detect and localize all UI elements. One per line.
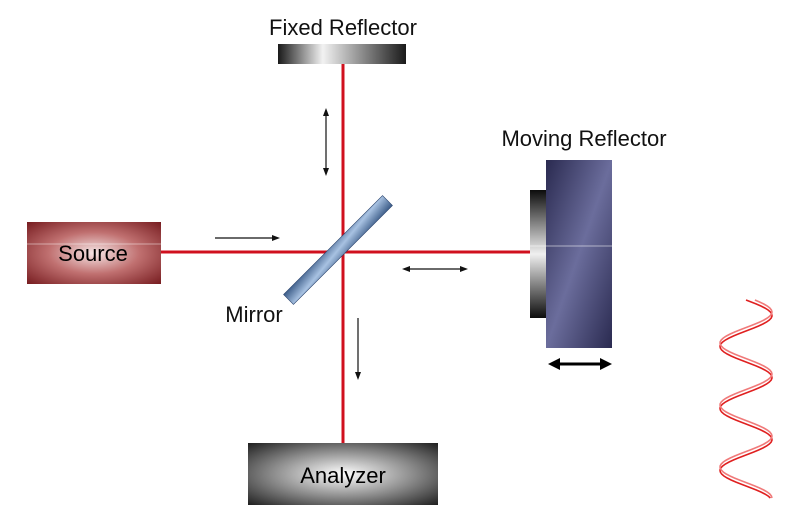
helix-strand-2 xyxy=(719,299,773,499)
analyzer-label: Analyzer xyxy=(300,463,386,488)
helix-strand-1 xyxy=(719,299,773,499)
moving-reflector-label: Moving Reflector xyxy=(501,126,666,151)
laser-beams xyxy=(160,62,532,445)
moving-reflector-front xyxy=(530,190,548,318)
mirror-label: Mirror xyxy=(225,302,282,327)
helical-wave-icon xyxy=(719,299,773,499)
moving-reflector-body xyxy=(546,160,612,348)
beam-splitter-mirror xyxy=(283,195,393,305)
arrow-updown-icon xyxy=(323,108,329,176)
moving-direction-arrow-icon xyxy=(548,358,612,370)
source-label: Source xyxy=(58,241,128,266)
arrow-down-icon xyxy=(355,318,361,380)
fixed-reflector-label: Fixed Reflector xyxy=(269,15,417,40)
arrow-leftright-icon xyxy=(402,266,468,272)
direction-arrows xyxy=(215,108,468,380)
arrow-right-icon xyxy=(215,235,280,241)
analyzer-box xyxy=(248,443,438,505)
source-box xyxy=(27,222,161,284)
fixed-reflector xyxy=(278,44,406,64)
